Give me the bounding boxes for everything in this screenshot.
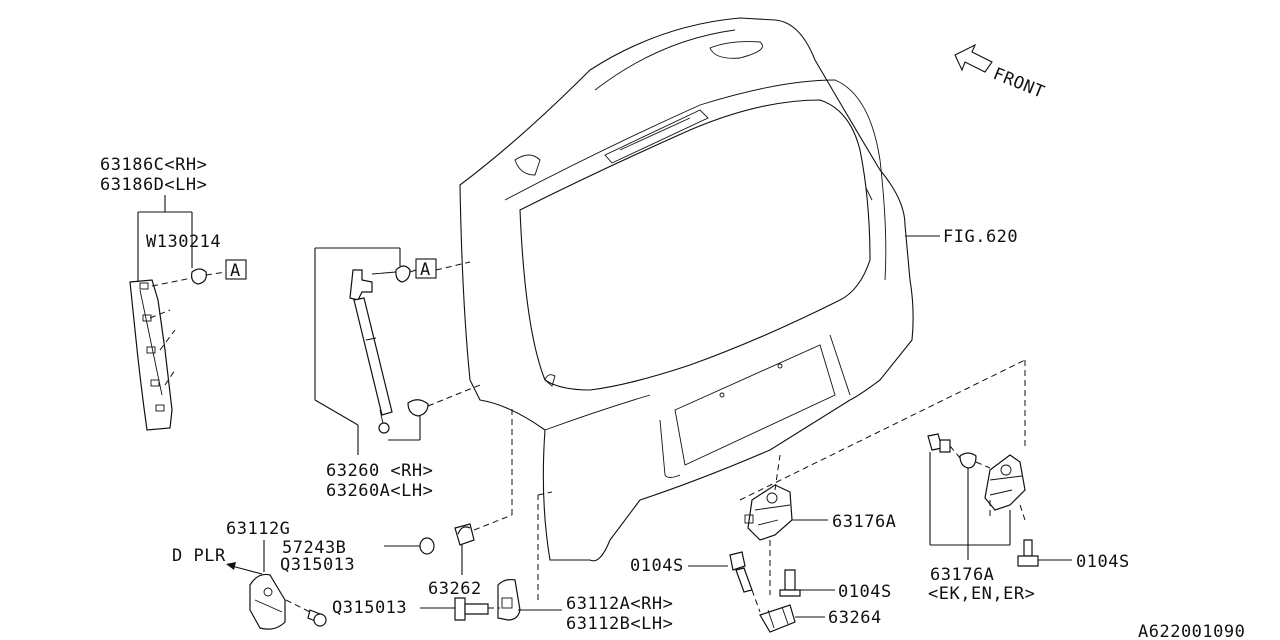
front-arrow-icon — [954, 43, 993, 73]
plug-57243b — [419, 537, 435, 555]
rear-gate — [459, 17, 914, 562]
label-63176a-center: 63176A — [832, 512, 896, 532]
latch-63176a-ek — [984, 454, 1026, 511]
clip-w130214 — [191, 268, 207, 285]
label-0104s-c: 0104S — [1076, 552, 1130, 572]
ref-box-a-strut — [415, 258, 437, 279]
bolt-0104s-c — [1017, 539, 1039, 567]
label-fig620: FIG.620 — [943, 227, 1018, 247]
label-w130214: W130214 — [146, 232, 221, 252]
bumper-63262 — [454, 523, 475, 546]
label-63186d: 63186D<LH> — [100, 175, 207, 195]
label-57243b: 57243B — [282, 538, 346, 558]
label-63262: 63262 — [428, 579, 482, 599]
label-63176a-right: 63176A — [930, 565, 994, 585]
label-0104s-b: 0104S — [838, 582, 892, 602]
label-63186c: 63186C<RH> — [100, 155, 207, 175]
bolt-right — [927, 433, 951, 453]
bushing-right — [959, 452, 977, 469]
ref-a-left: A — [230, 261, 241, 281]
label-63264: 63264 — [828, 608, 882, 628]
label-63112g: 63112G — [226, 519, 290, 539]
label-63260: 63260 <RH> — [326, 461, 433, 481]
striker-63264 — [759, 604, 796, 633]
label-63112a: 63112A<RH> — [566, 594, 673, 614]
trim-panel-63186 — [129, 279, 173, 431]
label-q315013-b: Q315013 — [332, 598, 407, 618]
label-0104s-a: 0104S — [630, 556, 684, 576]
striker-cover-63112g — [249, 573, 286, 630]
label-q315013-a: Q315013 — [280, 555, 355, 575]
label-63260a: 63260A<LH> — [326, 481, 433, 501]
ref-box-a-left — [225, 259, 247, 280]
bolt-0104s-b — [779, 569, 801, 597]
label-dplr: D PLR — [172, 546, 226, 566]
ref-a-strut: A — [420, 260, 431, 280]
label-front: FRONT — [990, 64, 1047, 103]
gas-strut-63260 — [349, 265, 429, 434]
bolt-0104s-a — [729, 551, 753, 593]
dplr-arrow-icon — [226, 562, 236, 570]
latch-63176a — [744, 484, 793, 541]
bolt-63112 — [454, 578, 521, 621]
label-ek-en-er: <EK,EN,ER> — [928, 584, 1035, 604]
label-63112b: 63112B<LH> — [566, 614, 673, 634]
diagram-reference-code: A622001090 — [1138, 622, 1245, 640]
